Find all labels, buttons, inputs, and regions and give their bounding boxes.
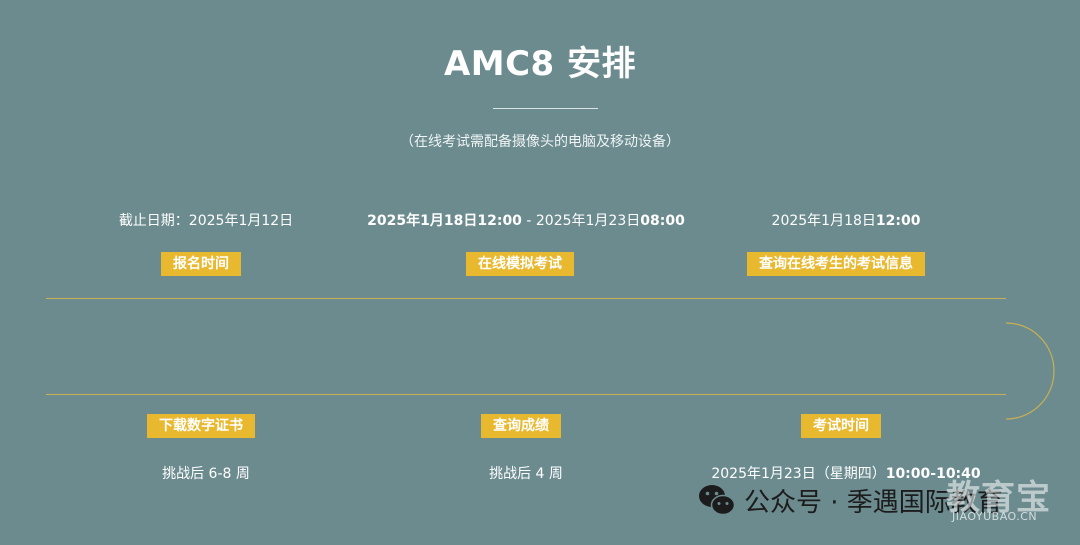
brand-logo: 教育宝 JIAOYUBAO.CN [946, 470, 1066, 530]
tag-query-scores: 查询成绩 [481, 414, 561, 438]
brand-domain: JIAOYUBAO.CN [952, 510, 1038, 523]
tag-query-exam-info: 查询在线考生的考试信息 [747, 252, 925, 276]
watermark-label: 公众号 · 季遇国际教育 [744, 487, 1003, 518]
exam-info-query-date-text: 2025年1月18日12:00 [771, 213, 921, 229]
registration-deadline-text: 截止日期：2025年1月12日 [118, 213, 294, 229]
page-title: AMC8 安排 [443, 44, 637, 84]
title-divider [493, 108, 598, 109]
tag-download-certificate: 下载数字证书 [147, 414, 255, 438]
tag-online-mock-exam: 在线模拟考试 [466, 252, 574, 276]
tag-registration-time: 报名时间 [161, 252, 241, 276]
scores-timing-text: 挑战后 4 周 [489, 466, 563, 482]
timeline-line-bottom [46, 394, 1006, 395]
certificate-timing-text: 挑战后 6-8 周 [162, 466, 250, 482]
wechat-watermark: 公众号 · 季遇国际教育 [698, 480, 1003, 520]
timeline-line-top [46, 298, 1006, 299]
brand-name: 教育宝 [946, 478, 1051, 518]
tag-exam-time: 考试时间 [801, 414, 881, 438]
mock-exam-period-text: 2025年1月18日12:00 - 2025年1月23日08:00 [367, 213, 685, 229]
wechat-icon [699, 485, 736, 516]
page-subtitle: （在线考试需配备摄像头的电脑及移动设备） [400, 134, 680, 150]
timeline-curve [1005, 322, 1055, 420]
exam-time-text: 2025年1月23日（星期四）10:00-10:40 [711, 466, 981, 482]
